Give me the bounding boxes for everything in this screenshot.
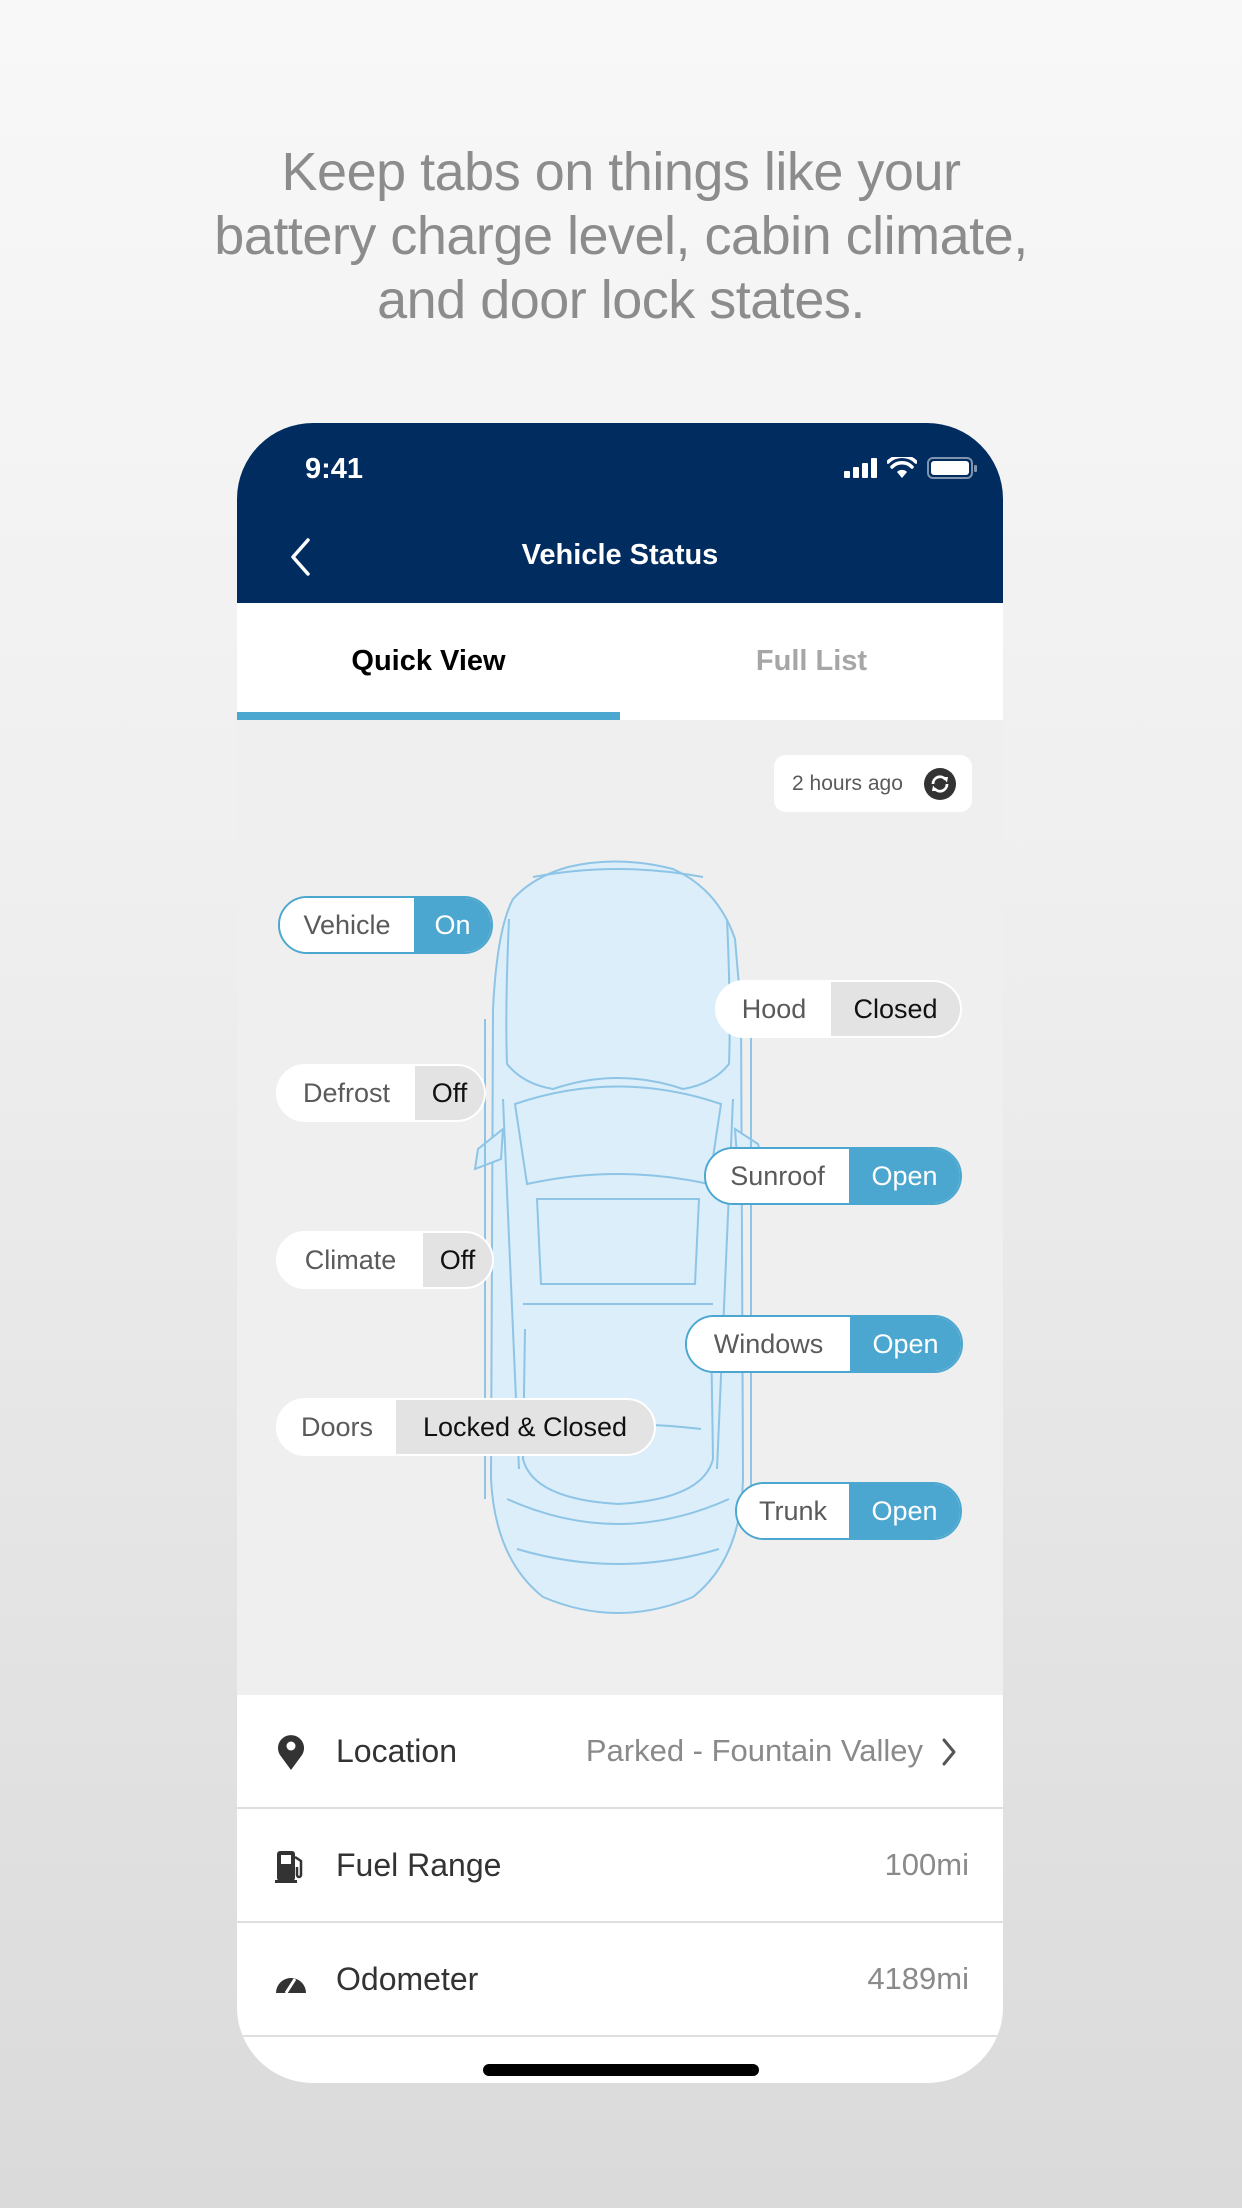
status-pill-climate[interactable]: Climate Off <box>276 1231 494 1289</box>
status-label-hood: Hood <box>717 982 831 1036</box>
tab-full-list[interactable]: Full List <box>755 645 868 677</box>
status-label-windows: Windows <box>687 1317 850 1371</box>
speedometer-icon <box>276 1978 306 1994</box>
app-header: 9:41 Vehicle Status <box>237 423 1003 603</box>
headline-line-1: Keep tabs on things like your <box>281 142 961 202</box>
status-pill-defrost[interactable]: Defrost Off <box>276 1064 486 1122</box>
status-value-vehicle: On <box>414 898 491 952</box>
status-pill-trunk[interactable]: Trunk Open <box>735 1482 962 1540</box>
car-top-view-illustration <box>473 860 763 1614</box>
location-value: Parked - Fountain Valley <box>585 1733 923 1768</box>
signal-icon <box>844 458 877 478</box>
vehicle-details-list: Location Parked - Fountain Valley Fuel R… <box>237 1695 1003 2083</box>
promo-headline: Keep tabs on things like your battery ch… <box>0 140 1242 332</box>
status-pill-doors[interactable]: Doors Locked & Closed <box>276 1398 656 1456</box>
location-label: Location <box>336 1733 457 1769</box>
status-value-windows: Open <box>850 1317 961 1371</box>
refresh-icon[interactable] <box>924 768 956 800</box>
odometer-value: 4189mi <box>867 1961 969 1996</box>
status-label-doors: Doors <box>278 1400 396 1454</box>
status-pill-windows[interactable]: Windows Open <box>685 1315 963 1373</box>
tab-bar: Quick View Full List <box>237 603 1003 720</box>
list-item-odometer: Odometer 4189mi <box>237 1923 1003 2037</box>
status-label-trunk: Trunk <box>737 1484 849 1538</box>
last-updated-text: 2 hours ago <box>792 771 903 795</box>
status-icons <box>844 457 977 479</box>
status-value-sunroof: Open <box>849 1149 960 1203</box>
status-label-sunroof: Sunroof <box>706 1149 849 1203</box>
odometer-label: Odometer <box>336 1961 479 1997</box>
chevron-right-icon <box>942 1738 956 1766</box>
fuel-pump-icon <box>275 1851 303 1883</box>
status-pill-hood[interactable]: Hood Closed <box>715 980 962 1038</box>
list-item-location[interactable]: Location Parked - Fountain Valley <box>237 1695 1003 1809</box>
status-value-doors: Locked & Closed <box>396 1400 654 1454</box>
page-title: Vehicle Status <box>521 539 719 571</box>
status-value-climate: Off <box>423 1233 492 1287</box>
home-indicator[interactable] <box>483 2064 759 2076</box>
status-label-climate: Climate <box>278 1233 423 1287</box>
status-time: 9:41 <box>305 453 364 485</box>
location-pin-icon <box>278 1735 304 1770</box>
tab-quick-view[interactable]: Quick View <box>351 645 506 677</box>
status-pill-vehicle[interactable]: Vehicle On <box>278 896 493 954</box>
status-value-defrost: Off <box>415 1066 484 1120</box>
fuel-range-value: 100mi <box>884 1847 969 1882</box>
status-label-vehicle: Vehicle <box>280 898 414 952</box>
fuel-range-label: Fuel Range <box>336 1847 502 1883</box>
status-value-trunk: Open <box>849 1484 960 1538</box>
active-tab-indicator <box>237 712 620 720</box>
last-updated-badge[interactable]: 2 hours ago <box>774 755 972 812</box>
status-pill-sunroof[interactable]: Sunroof Open <box>704 1147 962 1205</box>
status-label-defrost: Defrost <box>278 1066 415 1120</box>
headline-line-3: and door lock states. <box>377 270 865 330</box>
wifi-icon <box>887 457 917 478</box>
battery-icon <box>927 457 977 479</box>
status-value-hood: Closed <box>831 982 960 1036</box>
phone-screen: 9:41 Vehicle Status Quick View Full List… <box>237 423 1003 2083</box>
list-item-fuel-range: Fuel Range 100mi <box>237 1809 1003 1923</box>
back-button[interactable] <box>289 537 311 577</box>
headline-line-2: battery charge level, cabin climate, <box>214 206 1028 266</box>
